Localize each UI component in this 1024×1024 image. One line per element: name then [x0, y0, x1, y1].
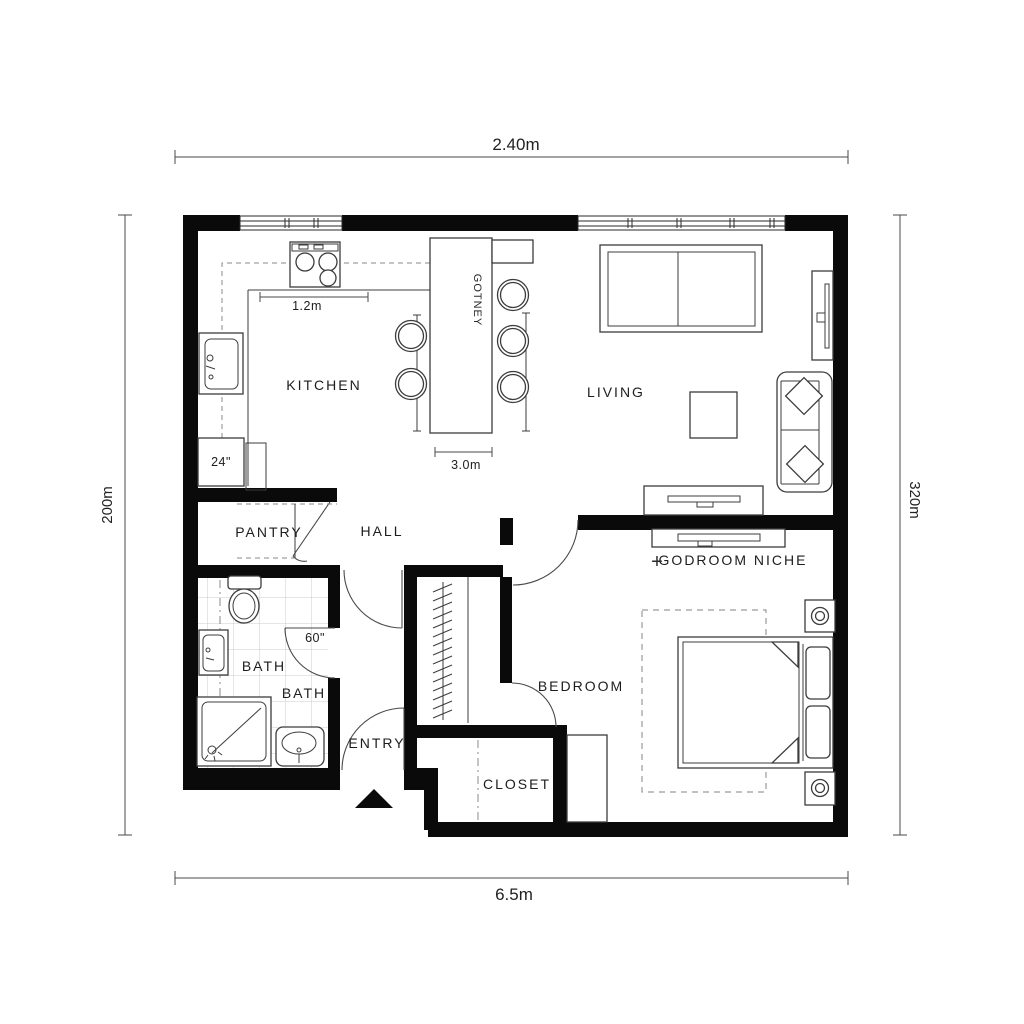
window-kitchen [239, 215, 343, 231]
exterior-walls [183, 215, 848, 837]
dimension-island: 3.0m [434, 447, 493, 472]
bedroom-dresser [566, 734, 608, 823]
wall-kitchen-pantry [183, 488, 337, 502]
niche-console [651, 528, 786, 548]
dimension-counter: 1.2m [259, 292, 369, 313]
room-labels: KITCHEN LIVING PANTRY HALL BATH BATH ENT… [235, 377, 808, 792]
kitchen-sink [198, 332, 244, 395]
dimension-bottom: 6.5m [174, 871, 849, 904]
dimension-bottom-label: 6.5m [495, 885, 533, 904]
bath-upper-label: BATH [242, 658, 286, 674]
kitchen-fixtures: 24" GOTNEY 1.2m 3.0m [197, 237, 534, 491]
hanger-hatching [432, 583, 453, 719]
dimension-left: 200m [99, 214, 132, 836]
tv-wall-unit [811, 270, 834, 361]
stove [289, 241, 341, 288]
wall-bath-east-upper [328, 565, 340, 628]
wall-wardrobe-west [404, 565, 417, 768]
closet-label: CLOSET [483, 776, 551, 792]
pantry-door [292, 501, 331, 562]
living-rug [599, 244, 763, 333]
hall-label: HALL [360, 523, 403, 539]
nightstand-top [804, 599, 836, 633]
sofa-pillow-top [784, 376, 824, 416]
niche-door [512, 519, 579, 586]
bath-fixtures: 60" [196, 575, 325, 767]
niche-fixtures [651, 528, 786, 548]
kitchen-label: KITCHEN [286, 377, 361, 393]
window-living [577, 215, 786, 231]
bath-lower-label: BATH [282, 685, 326, 701]
bar-stools [394, 278, 530, 404]
entry-door [341, 707, 405, 771]
living-label: LIVING [587, 384, 645, 400]
wall-niche-stub [500, 518, 513, 545]
kitchen-counter-edge [247, 289, 430, 486]
wall-closet-east [553, 725, 567, 825]
island-dim-label: 3.0m [451, 458, 481, 472]
wall-pantry-bath [183, 565, 340, 578]
bedroom-label: BEDROOM [538, 678, 624, 694]
wall-closet-north [417, 725, 560, 738]
vanity-width-label: 60" [305, 631, 325, 645]
nightstand-bottom [804, 771, 836, 806]
vanity-sink-upper [198, 629, 229, 676]
counter-dim-label: 1.2m [292, 299, 322, 313]
bed-pillow-top [805, 646, 831, 700]
bed-pillow-bottom [805, 705, 831, 759]
doors [284, 501, 579, 771]
kitchen-upper-cabinet-line [221, 262, 433, 483]
wall-hall-east [500, 577, 512, 683]
shower [196, 696, 272, 767]
niche-label: GODROOM NICHE [659, 552, 808, 568]
wardrobe [432, 577, 469, 723]
wall-bath-east-lower [328, 678, 340, 770]
bedroom-fixtures [566, 599, 836, 823]
wall-living-bedroom [578, 515, 848, 530]
niche-plus-marker: + [651, 551, 663, 573]
dimension-right: 320m [893, 214, 923, 836]
dimension-right-label: 320m [906, 481, 923, 519]
dimension-top-label: 2.40m [492, 135, 539, 154]
sofa [776, 371, 833, 493]
toilet [227, 575, 262, 624]
sofa-pillow-bottom [785, 444, 825, 484]
bath-door [284, 627, 336, 679]
pantry-label: PANTRY [235, 524, 303, 540]
coffee-table [689, 391, 738, 439]
hall-corridor-door [343, 569, 403, 629]
entry-direction-arrow [355, 789, 393, 808]
dimension-left-label: 200m [99, 486, 116, 524]
wall-wardrobe-north [404, 565, 503, 577]
bed [677, 636, 834, 769]
dishwasher-24in: 24" [197, 437, 267, 491]
tv-console [643, 485, 764, 516]
dimension-top: 2.40m [174, 135, 849, 164]
entry-label: ENTRY [348, 735, 405, 751]
living-fixtures [599, 244, 834, 516]
island-vertical-label: GOTNEY [471, 274, 483, 326]
interior-walls [183, 488, 848, 825]
bedroom-door [511, 682, 557, 728]
pantry-fixtures [237, 503, 337, 559]
bath-sink-lower [275, 726, 325, 767]
appliance-width-label: 24" [211, 455, 231, 469]
